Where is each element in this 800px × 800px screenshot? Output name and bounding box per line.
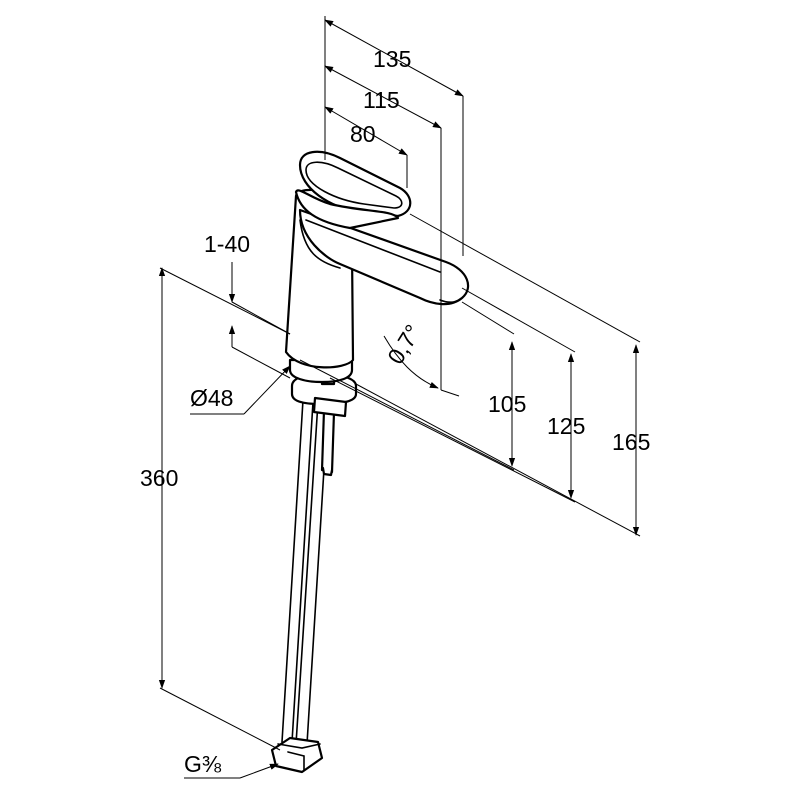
supply-hose-left <box>281 399 314 743</box>
spout-top-edge <box>305 219 441 273</box>
dim-label-165: 165 <box>612 429 650 455</box>
dim-label-105: 105 <box>488 391 526 417</box>
faucet-body <box>270 150 470 774</box>
lever-handle <box>298 150 412 218</box>
rod-tip <box>321 466 334 477</box>
dim-label-80: 80 <box>350 121 376 147</box>
dim-label-thread: G⅜ <box>184 751 222 777</box>
dimension-lines <box>158 16 641 779</box>
dim-label-135: 135 <box>373 46 411 72</box>
mounting-plate <box>312 396 348 418</box>
dim-label-360: 360 <box>140 465 178 491</box>
lever-top-face <box>305 161 403 209</box>
lever-neck <box>294 189 400 230</box>
hose-connector-top <box>277 743 321 749</box>
dim-label-1-40: 1-40 <box>204 231 250 257</box>
dim-label-diameter: Ø48 <box>190 385 233 411</box>
dim-label-angle: 0,7° <box>382 320 426 369</box>
threaded-rod <box>320 408 336 474</box>
spout-outlet <box>439 297 463 303</box>
hose-connector-hex <box>287 751 305 771</box>
dim-label-125: 125 <box>547 413 585 439</box>
body-edge <box>299 219 341 269</box>
dim-label-115: 115 <box>363 87 400 113</box>
